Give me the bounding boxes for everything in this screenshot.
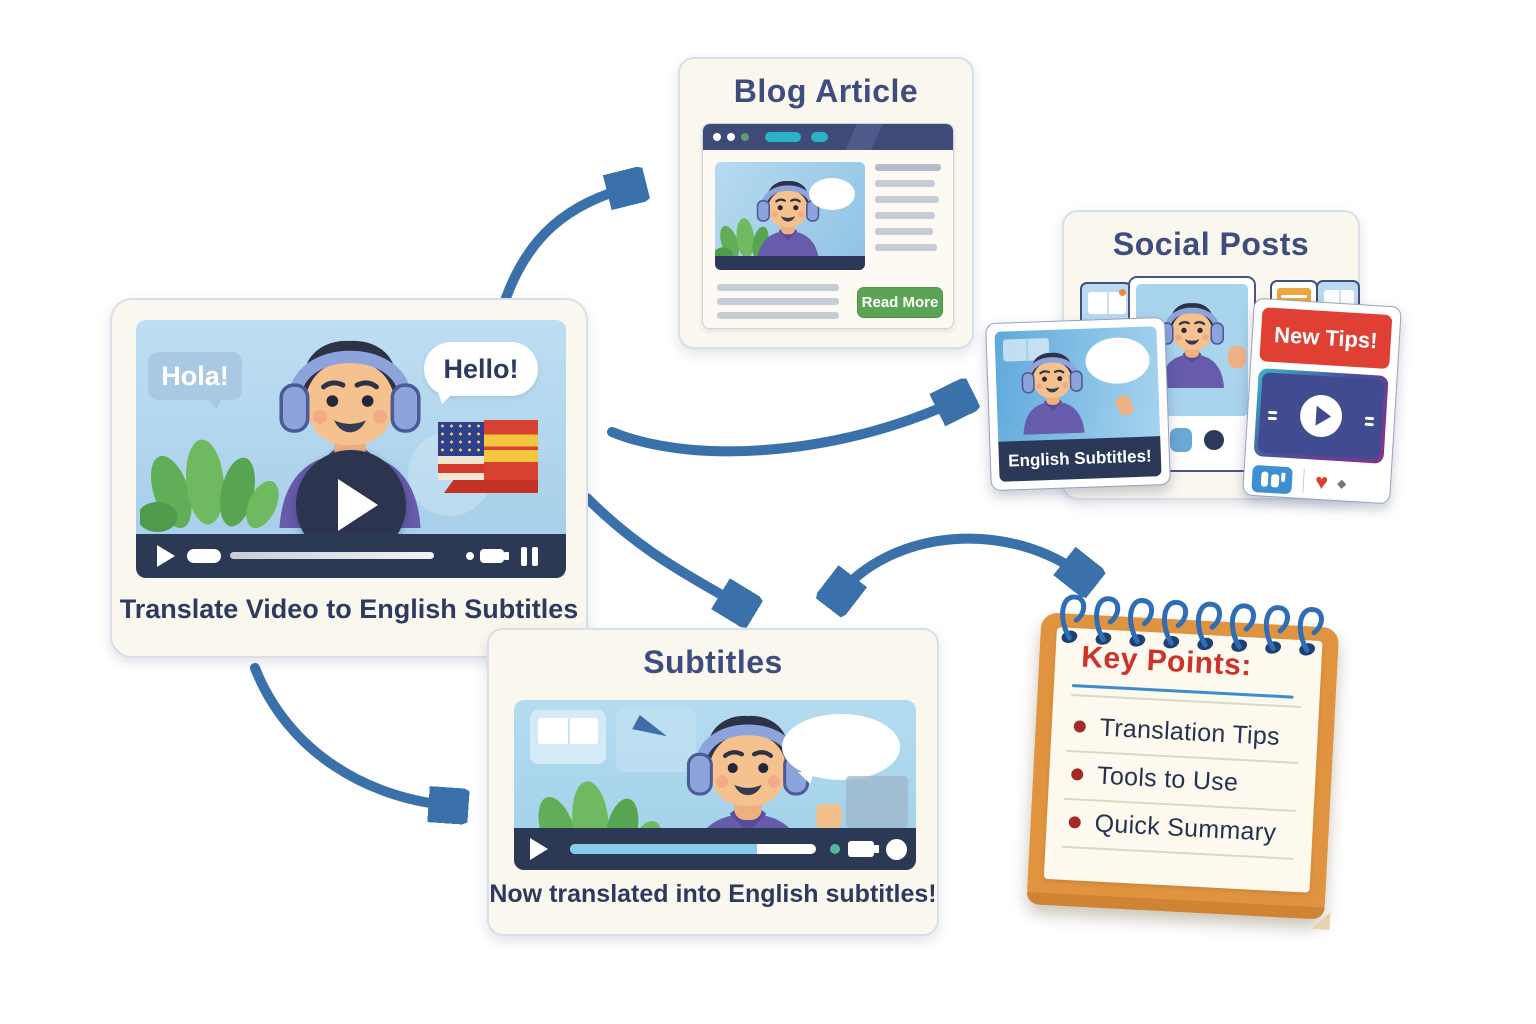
volume-dot [466,552,474,560]
window-dot-icon [713,133,721,141]
subtitle-dot [830,844,840,854]
comment-icon[interactable] [1170,427,1193,452]
browser-window: Read More [702,123,954,329]
read-more-button[interactable]: Read More [857,287,943,318]
tips-video-screen [1257,372,1385,460]
spain-flag [484,420,538,480]
key-points-notepad: Key Points: Translation Tips Tools to Us… [1020,590,1349,936]
settings-dot-icon[interactable] [886,839,907,860]
camera-icon[interactable] [480,549,509,563]
subtitles-card: Subtitles Now translated into English su… [487,628,939,936]
hand-graphic [816,804,842,828]
play-icon[interactable] [157,545,175,567]
waving-hand-graphic [1113,393,1136,418]
raised-hand-graphic [1228,346,1246,368]
blog-article-card: Blog Article Rea [678,57,974,349]
source-video-caption: Translate Video to English Subtitles [119,594,579,624]
background-panel [846,776,908,828]
page-curl [1311,910,1331,930]
us-flag-stripe [438,464,484,473]
us-spain-flags [438,420,538,496]
english-subtitles-post: English Subtitles! [985,316,1171,492]
arrow-to-social [607,398,962,457]
post-caption-bar: English Subtitles! [998,436,1162,482]
blog-article-title: Blog Article [733,73,919,109]
heart-icon[interactable]: ♥ [1314,468,1329,495]
text-dash-graphic [1268,410,1278,415]
notification-dot [1119,289,1126,296]
article-text-lines [875,164,941,260]
tips-video-frame [1253,368,1389,464]
window-dot-icon [727,133,735,141]
window-dot-icon [741,133,749,141]
browser-title-bar [703,124,953,150]
post-image [994,326,1161,444]
subtitles-title: Subtitles [643,644,783,680]
list-item-label: Translation Tips [1099,713,1281,751]
pause-icon[interactable] [521,547,538,566]
speech-bubble [809,178,855,210]
player-controls [136,534,566,578]
arrow-to-subtitles-top [582,493,744,608]
article-text-lines [717,284,839,326]
window-tile [530,710,606,764]
article-hero-image [715,162,865,270]
window-graphic [538,718,598,744]
window-graphic [1088,292,1126,314]
share-icon[interactable] [1204,429,1225,450]
speaker-illustration [1005,348,1100,435]
subtitled-video-player [514,700,916,870]
thumbs-up-icon[interactable] [1251,464,1293,494]
list-item: Tools to Use [1070,752,1239,805]
new-tips-banner: New Tips! [1259,307,1393,370]
arrow-to-blog [501,186,634,303]
progress-bar[interactable] [230,552,434,559]
english-speech-bubble: Hello! [424,342,538,404]
player-controls [514,828,916,870]
progress-fill [570,844,757,854]
flag-fold [444,480,538,493]
us-flag [438,422,484,480]
camera-icon[interactable] [848,841,879,857]
spanish-speech-bubble: Hola! [148,352,242,409]
divider [1302,469,1305,494]
list-item-label: Tools to Use [1096,760,1239,797]
new-tips-post: New Tips! ♥ ◆ [1242,297,1402,505]
arrow-subtitles-notepad [836,533,1086,598]
address-pill [765,132,801,142]
source-video-card: Hola! Hello! Translate Video to Englis [110,298,588,658]
speech-bubble [782,714,900,784]
arrow-to-subtitles-left [250,663,456,806]
image-caption-strip [715,256,865,270]
social-posts-title: Social Posts [1112,226,1310,262]
subtitles-caption: Now translated into English subtitles! [489,880,937,908]
diamond-icon: ◆ [1336,476,1347,491]
us-flag-canton [438,422,484,456]
play-icon[interactable] [530,838,548,860]
bullet-icon [1073,720,1087,733]
bullet-icon [1070,768,1084,781]
paper-plane-tile [616,708,696,772]
tips-post-actions: ♥ ◆ [1251,463,1383,501]
live-pill [187,549,221,563]
list-item-label: Quick Summary [1094,808,1277,847]
text-dash-graphic [1364,416,1375,421]
play-button[interactable] [1298,393,1344,439]
bullet-icon [1068,816,1082,829]
tab-pill [811,132,828,142]
progress-bar[interactable] [570,844,816,854]
source-video-player: Hola! Hello! [136,320,566,578]
browser-bar-accent [843,124,885,150]
